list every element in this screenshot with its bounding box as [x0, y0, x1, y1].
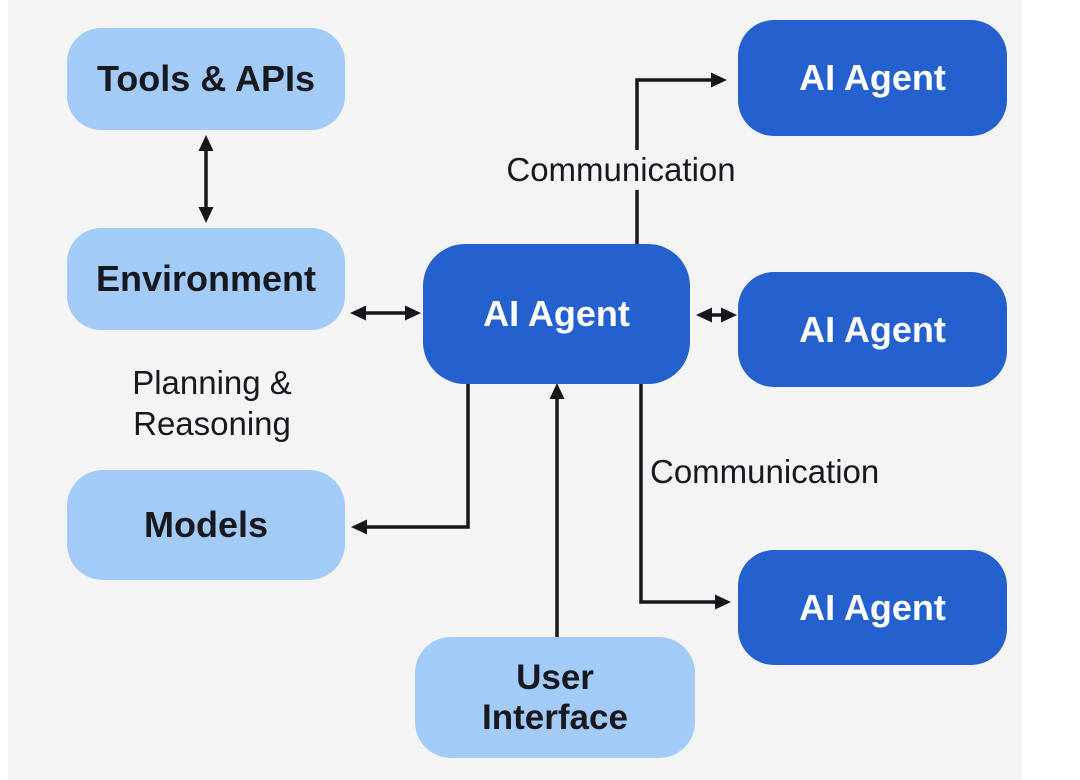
arrow-tools-environment-bidirectional — [198, 135, 214, 223]
left-margin — [0, 0, 8, 780]
node-environment-label: Environment — [95, 258, 317, 299]
node-ai-agent-bottom-right-label: AI Agent — [799, 586, 946, 628]
node-ai-agent-top-right-label: AI Agent — [799, 57, 946, 98]
node-models-label: Models — [143, 504, 268, 545]
arrow-agent-agenttop-communication — [635, 72, 727, 250]
node-ai-agent-center-label: AI Agent — [483, 293, 630, 334]
node-tools-apis-label: Tools & APIs — [96, 58, 316, 99]
label-communication-bottom: Communication — [650, 453, 880, 490]
node-ai-agent-middle-right: AI Agent — [738, 272, 1007, 387]
right-margin — [1022, 0, 1080, 780]
node-models: Models — [67, 470, 345, 580]
arrow-agent-agentmiddle-bidirectional — [696, 307, 737, 323]
label-communication-top: Communication — [495, 150, 747, 190]
node-user-interface-label: User Interface — [482, 657, 628, 737]
arrow-userinterface-agent — [549, 383, 565, 640]
node-ai-agent-middle-right-label: AI Agent — [799, 308, 946, 350]
node-environment: Environment — [67, 228, 345, 330]
arrow-agent-agentbottom-communication — [639, 378, 731, 610]
label-planning-reasoning: Planning & Reasoning — [132, 364, 292, 442]
node-ai-agent-bottom-right: AI Agent — [738, 550, 1007, 665]
node-ai-agent-top-right: AI Agent — [738, 20, 1007, 136]
node-ai-agent-center: AI Agent — [423, 244, 690, 384]
node-tools-apis: Tools & APIs — [67, 28, 345, 130]
arrow-environment-agent-bidirectional — [350, 305, 421, 321]
arrow-agent-models — [351, 378, 470, 535]
node-user-interface: User Interface — [415, 637, 695, 758]
